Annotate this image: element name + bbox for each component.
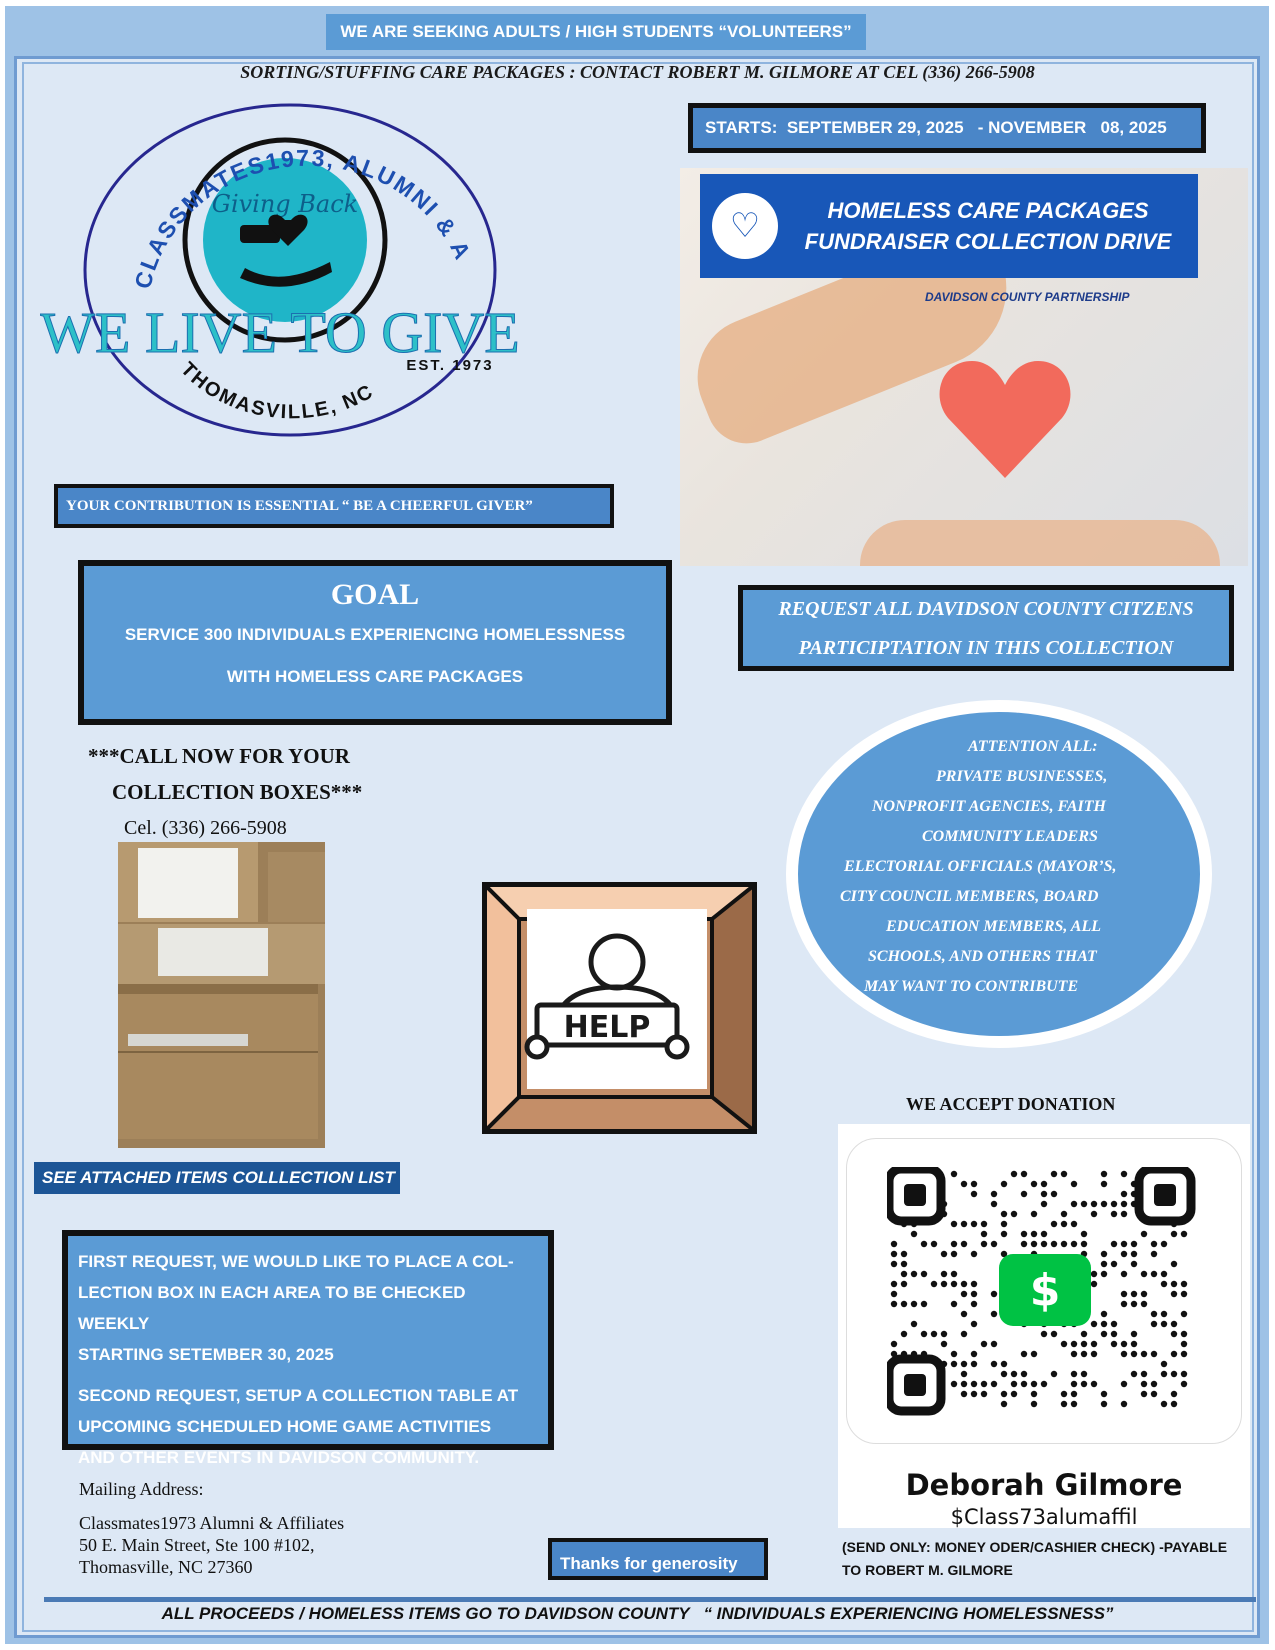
qr-finder-pattern [1134,1167,1196,1226]
logo-script-text: Giving Back [212,190,358,218]
help-sign-text: HELP [564,1010,651,1045]
first-request-line: STARTING SETEMBER 30, 2025 [78,1345,334,1364]
mailing-line: Classmates1973 Alumni & Affiliates [79,1513,345,1533]
collection-boxes-photo [118,842,325,1148]
banner-title-line2: FUNDRAISER COLLECTION DRIVE [804,229,1172,254]
svg-text:THOMASVILLE, NC: THOMASVILLE, NC [176,358,378,423]
organization-logo: Giving Back CLASSMATES1973, ALUMNI & AFF… [40,100,520,437]
qr-finder-pattern [887,1354,946,1416]
partnership-label: DAVIDSON COUNTY PARTNERSHIP [925,290,1130,304]
second-request-line: UPCOMING SCHEDULED HOME GAME ACTIVITIES [78,1417,492,1436]
care-packages-banner: ♡ HOMELESS CARE PACKAGES FUNDRAISER COLL… [700,174,1198,278]
send-instructions: (SEND ONLY: MONEY ODER/CASHIER CHECK) -P… [842,1536,1242,1582]
attention-line: CITY COUNCIL MEMBERS, BOARD [840,888,1099,905]
receiving-hand-shape [860,520,1220,566]
mailing-heading: Mailing Address: [79,1479,204,1499]
accept-donation-heading: WE ACCEPT DONATION [906,1094,1116,1114]
cashapp-qr-card[interactable]: $ Deborah Gilmore $Class73alumaffil [838,1124,1250,1529]
cashapp-dollar-sign: $ [1029,1264,1061,1316]
second-request-line: AND OTHER EVENTS IN DAVIDSON COMMUNITY. [78,1448,480,1467]
see-attached-list-label: SEE ATTACHED ITEMS COLLLECTION LIST [34,1162,400,1194]
heart-badge-icon: ♡ [712,193,778,259]
help-sign-frame: HELP [482,882,757,1134]
attention-line: NONPROFIT AGENCIES, FAITH [872,798,1106,815]
qr-finder-center [904,1374,926,1396]
call-line2: COLLECTION BOXES*** [112,780,363,804]
qr-frame: $ [846,1138,1242,1444]
frame-bevels: HELP [487,887,752,1129]
heart-icon [939,361,1071,478]
logo-city-text: THOMASVILLE, NC [176,358,376,423]
mailing-address: Mailing Address: Classmates1973 Alumni &… [79,1478,344,1578]
attention-line: COMMUNITY LEADERS [922,828,1098,845]
send-line2: TO ROBERT M. GILMORE [842,1562,1013,1578]
qr-code[interactable] [887,1167,1199,1417]
call-now-text: ***CALL NOW FOR YOUR COLLECTION BOXES***… [88,738,362,846]
cheerful-giver-box: YOUR CONTRIBUTION IS ESSENTIAL “ BE A CH… [54,484,614,528]
logo-est-text: EST. 1973 [406,357,493,374]
call-line1: ***CALL NOW FOR YOUR [88,744,350,768]
recipient-name: Deborah Gilmore [905,1468,1183,1502]
fundraiser-photo: ♡ HOMELESS CARE PACKAGES FUNDRAISER COLL… [680,168,1248,566]
footer-text: ALL PROCEEDS / HOMELESS ITEMS GO TO DAVI… [161,1604,1114,1623]
cashtag: $Class73alumaffil [950,1505,1138,1529]
attention-line: ELECTORIAL OFFICIALS (MAYOR’S, [844,858,1117,875]
qr-finder-center [1154,1184,1176,1206]
goal-heading: GOAL [330,578,420,611]
request-line1: REQUEST ALL DAVIDSON COUNTY CITZENS [778,598,1194,620]
thanks-label: Thanks for generosity [548,1538,768,1580]
campaign-dates: STARTS: SEPTEMBER 29, 2025 - NOVEMBER 08… [688,103,1206,153]
send-line1: (SEND ONLY: MONEY ODER/CASHIER CHECK) -P… [842,1539,1228,1555]
attention-line: ATTENTION ALL: [968,738,1098,755]
goal-box: GOAL SERVICE 300 INDIVIDUALS EXPERIENCIN… [78,560,672,725]
attention-line: EDUCATION MEMBERS, ALL [886,918,1102,935]
qr-finder-center [904,1184,926,1206]
footer-divider [44,1597,1256,1602]
first-request-line: LECTION BOX IN EACH AREA TO BE CHECKED W… [78,1283,466,1333]
logo-main-text: WE LIVE TO GIVE [40,300,519,365]
attention-text: ATTENTION ALL: PRIVATE BUSINESSES, NONPR… [786,732,1212,1002]
page-border-line [22,62,1254,1632]
attention-line: PRIVATE BUSINESSES, [936,768,1108,785]
goal-line2: WITH HOMELESS CARE PACKAGES [226,667,524,686]
request-line2: PARTICIPTATION IN THIS COLLECTION [798,637,1174,659]
attention-line: SCHOOLS, AND OTHERS THAT [868,948,1097,965]
mailing-line: 50 E. Main Street, Ste 100 #102, [79,1535,315,1555]
attention-line: MAY WANT TO CONTRIBUTE [864,978,1079,995]
giving-hands-icon [240,214,332,287]
banner-title-line1: HOMELESS CARE PACKAGES [827,198,1149,223]
call-phone: Cel. (336) 266-5908 [124,817,287,839]
request-participation-box: REQUEST ALL DAVIDSON COUNTY CITZENS PART… [738,585,1234,671]
volunteers-banner: WE ARE SEEKING ADULTS / HIGH STUDENTS “V… [326,14,866,50]
qr-finder-pattern [887,1167,946,1226]
requests-box: FIRST REQUEST, WE WOULD LIKE TO PLACE A … [62,1230,554,1467]
second-request-line: SECOND REQUEST, SETUP A COLLECTION TABLE… [78,1386,519,1405]
contact-line: SORTING/STUFFING CARE PACKAGES : CONTACT… [240,62,1035,82]
cashapp-icon: $ [999,1254,1091,1326]
goal-line1: SERVICE 300 INDIVIDUALS EXPERIENCING HOM… [124,625,626,644]
first-request-line: FIRST REQUEST, WE WOULD LIKE TO PLACE A … [78,1252,514,1271]
mailing-line: Thomasville, NC 27360 [79,1557,253,1577]
